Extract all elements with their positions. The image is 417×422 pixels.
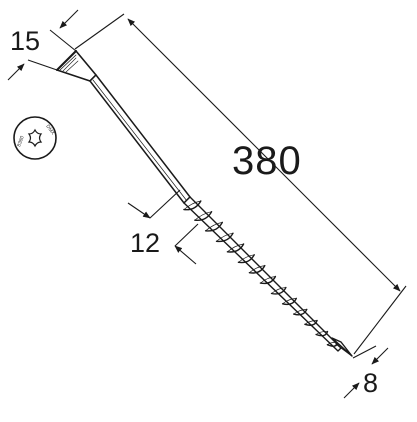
dimension-label-point: 8 (363, 368, 379, 398)
thread-turn (281, 297, 297, 306)
screw-point (331, 337, 353, 357)
screw-shank (89, 74, 191, 204)
thread-turn-back (282, 298, 297, 305)
dimension-label-length: 380 (232, 139, 302, 183)
dimension-head-diameter (7, 9, 79, 81)
thread-turn (293, 308, 308, 316)
head-marking-secondary-text: 8380 (16, 135, 26, 148)
thread-turn-back (293, 309, 308, 315)
dimension-label-thread-diameter: 12 (130, 228, 161, 258)
thread-turn (315, 330, 329, 337)
head-marking-text: DMX (44, 124, 56, 137)
screw-head (56, 50, 97, 82)
screw-head-top-view: DMX 8380 (13, 116, 57, 160)
thread-turn-back (315, 331, 328, 335)
dimension-label-head-diameter: 15 (10, 26, 41, 56)
screw-drawing (56, 50, 353, 357)
screw-threaded-section (183, 196, 342, 352)
thread-turn (304, 319, 318, 326)
dimension-thread-diameter (127, 189, 199, 265)
dimension-length (74, 13, 407, 355)
dimension-point (343, 345, 389, 399)
thread-turn-back (304, 320, 318, 325)
torx-recess-icon (27, 128, 43, 148)
